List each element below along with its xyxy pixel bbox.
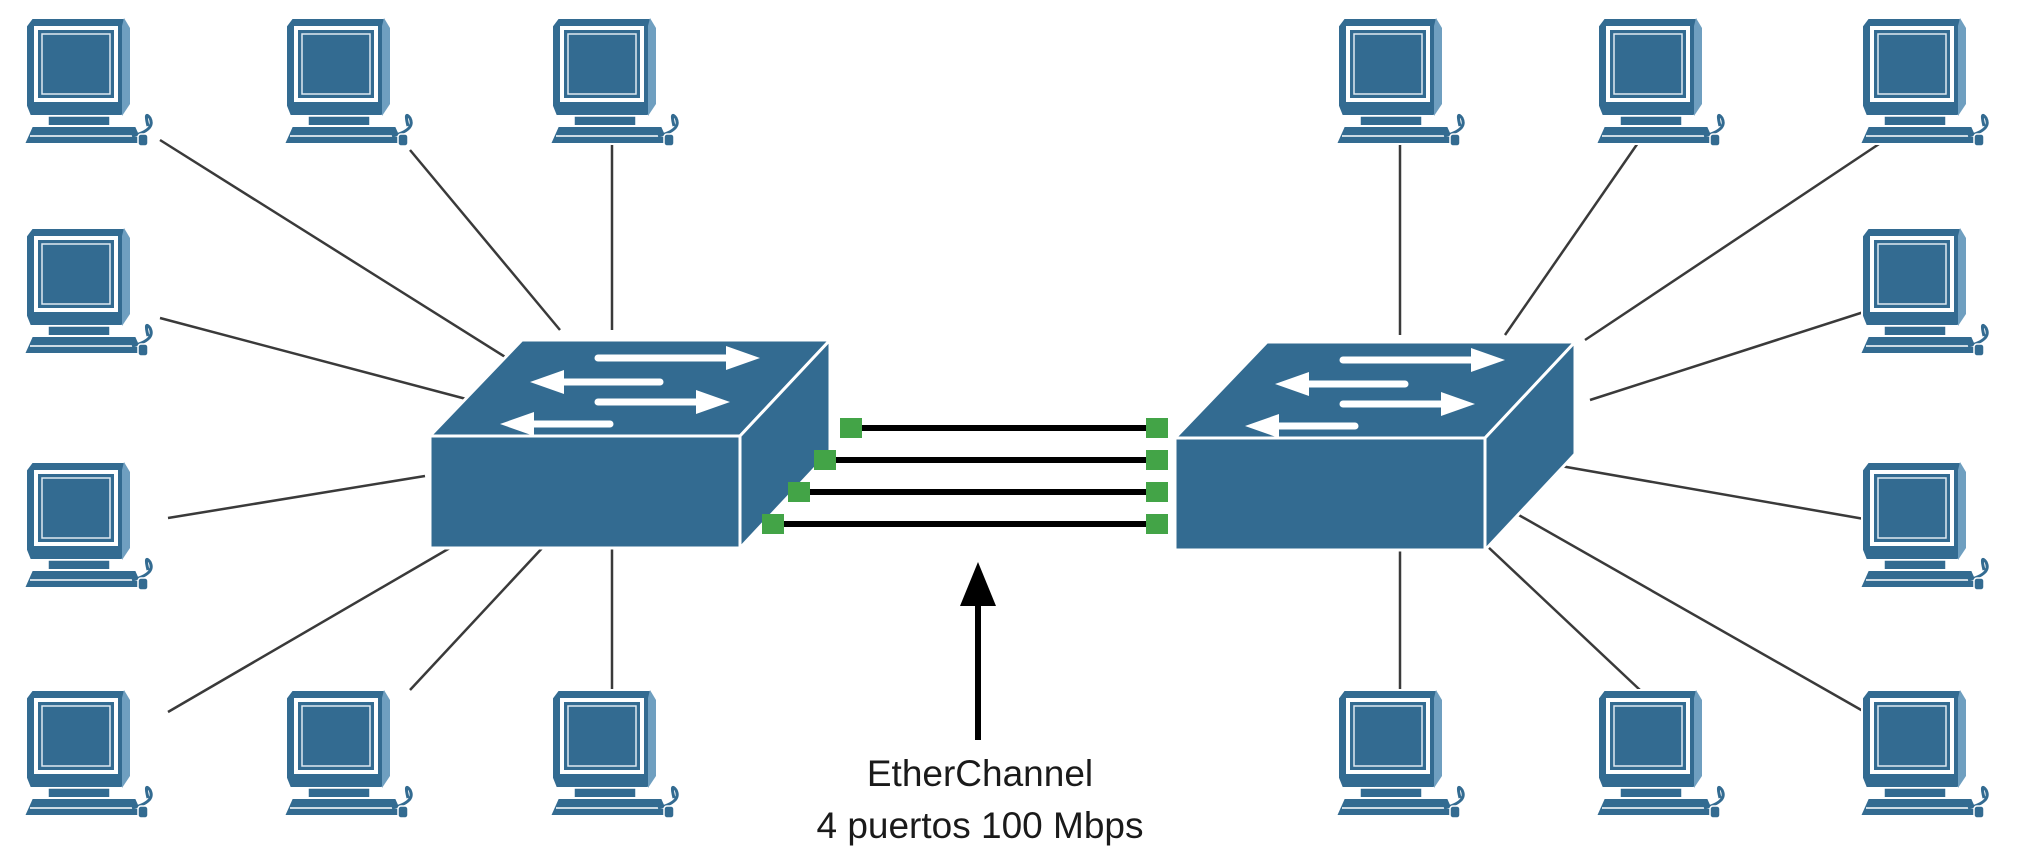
right-port-4	[1146, 514, 1168, 534]
right-port-1	[1146, 418, 1168, 438]
right-cables	[1398, 128, 1901, 717]
left-port-4	[762, 514, 784, 534]
pc-icon	[22, 460, 154, 592]
arrow-up-icon	[960, 562, 996, 740]
etherchannel-caption-title: EtherChannel	[866, 753, 1094, 794]
pc-icon	[282, 688, 414, 820]
pc-icon	[22, 688, 154, 820]
etherchannel-caption-detail: 4 puertos 100 Mbps	[816, 805, 1144, 846]
pc-icon	[1858, 226, 1990, 358]
right-switch-icon	[1175, 342, 1575, 550]
pc-icon	[1594, 16, 1726, 148]
pc-icon	[22, 226, 154, 358]
etherchannel-links	[774, 425, 1158, 527]
switch-ports	[762, 418, 1168, 534]
right-port-2	[1146, 450, 1168, 470]
pc-icon	[1334, 688, 1466, 820]
pc-icon	[1594, 688, 1726, 820]
pc-icon	[282, 16, 414, 148]
left-port-3	[788, 482, 810, 502]
pc-icon	[1858, 16, 1990, 148]
pc-icon	[22, 16, 154, 148]
pc-icon	[548, 16, 680, 148]
pc-icon	[1334, 16, 1466, 148]
pc-icon	[1858, 688, 1990, 820]
left-cables	[159, 130, 614, 714]
pc-icon	[1858, 460, 1990, 592]
left-port-2	[814, 450, 836, 470]
right-port-3	[1146, 482, 1168, 502]
left-port-1	[840, 418, 862, 438]
